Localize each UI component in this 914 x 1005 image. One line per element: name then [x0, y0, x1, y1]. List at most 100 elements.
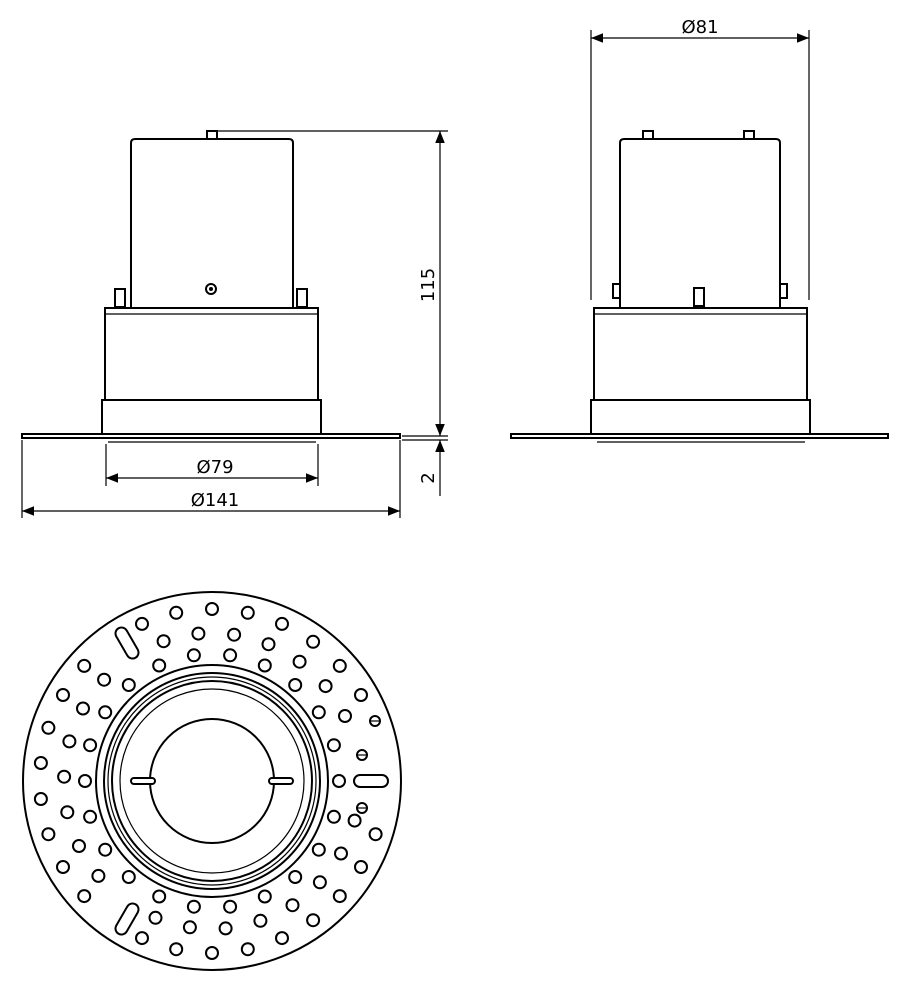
- perforation-hole: [98, 842, 113, 857]
- perforation-hole: [368, 827, 383, 842]
- perforation-hole: [191, 626, 206, 641]
- perforation-hole: [205, 602, 219, 616]
- perforation-hole: [72, 839, 86, 853]
- perforation-hole: [182, 920, 197, 935]
- top-flange-outline: [22, 591, 402, 971]
- perforation-hole: [186, 648, 201, 663]
- top-center-opening: [149, 718, 275, 844]
- front-housing: [104, 307, 319, 401]
- perforation-hole: [152, 889, 167, 904]
- perforation-hole: [332, 658, 347, 673]
- top-spring-clip-left: [130, 777, 156, 785]
- side-top-screw-right: [743, 130, 755, 140]
- perforation-hole: [77, 658, 92, 673]
- perforation-hole: [156, 634, 171, 649]
- front-view: 115 2 Ø79 Ø141: [21, 130, 448, 518]
- perforation-hole: [261, 637, 276, 652]
- perforation-hole: [288, 870, 303, 884]
- perforation-hole: [311, 842, 326, 857]
- perforation-hole: [33, 792, 48, 806]
- dim-side-diameter-label: Ø81: [681, 17, 718, 38]
- side-driver-box: [619, 138, 781, 308]
- perforation-hole: [57, 769, 72, 784]
- perforation-hole: [354, 860, 368, 874]
- perforation-hole: [76, 701, 90, 716]
- perforation-hole: [148, 910, 163, 925]
- perforation-hole: [78, 774, 92, 788]
- perforation-hole: [240, 942, 255, 957]
- front-top-screw: [206, 130, 218, 140]
- perforation-hole: [227, 627, 242, 642]
- perforation-hole: [326, 738, 341, 753]
- top-view: [22, 591, 402, 971]
- perforation-hole: [56, 688, 70, 702]
- perforation-hole: [62, 734, 77, 749]
- perforation-hole: [218, 921, 233, 936]
- perforation-hole: [334, 846, 348, 861]
- perforation-hole: [56, 860, 70, 874]
- front-terminal-right: [296, 288, 308, 308]
- front-trim-band: [101, 399, 322, 435]
- perforation-hole: [306, 634, 321, 649]
- perforation-hole: [77, 889, 92, 904]
- perforation-hole: [354, 688, 368, 702]
- perforation-hole: [332, 889, 347, 904]
- perforation-hole: [318, 679, 333, 694]
- perforation-hole: [257, 658, 272, 673]
- top-trim-ring: [103, 672, 321, 890]
- top-slot-lower: [114, 902, 140, 936]
- perforation-hole: [41, 720, 56, 735]
- side-view: Ø81: [510, 17, 889, 443]
- perforation-hole: [253, 913, 268, 928]
- perforation-hole: [275, 931, 289, 946]
- perforation-hole: [332, 774, 346, 788]
- perforation-hole: [338, 709, 352, 723]
- perforation-hole: [97, 672, 112, 687]
- top-spring-clip-right: [268, 777, 294, 785]
- perforation-hole: [169, 605, 184, 620]
- side-trim-band: [590, 399, 811, 435]
- perforation-hole: [205, 946, 219, 960]
- perforation-hole: [306, 913, 321, 928]
- perforation-hole: [288, 678, 303, 692]
- perforation-hole: [121, 870, 136, 884]
- perforation-hole: [292, 654, 307, 669]
- perforation-hole: [121, 678, 136, 692]
- perforation-hole: [83, 738, 98, 753]
- side-clip-left: [612, 283, 621, 299]
- side-clip-right: [779, 283, 788, 299]
- dim-flange-thickness-label: 2: [418, 472, 439, 483]
- side-top-screw-left: [642, 130, 654, 140]
- perforation-hole: [347, 813, 362, 828]
- side-housing: [593, 307, 808, 401]
- perforation-hole: [257, 889, 272, 904]
- perforation-hole: [186, 899, 201, 914]
- perforation-hole: [326, 809, 341, 824]
- perforation-hole: [285, 898, 300, 913]
- perforation-hole: [169, 942, 184, 957]
- front-terminal-left: [114, 288, 126, 308]
- side-terminal: [693, 287, 705, 307]
- perforation-hole: [275, 616, 289, 631]
- perforation-hole: [152, 658, 167, 673]
- perforation-hole: [41, 827, 56, 842]
- perforation-hole: [223, 648, 238, 663]
- front-screw-hole: [205, 283, 217, 295]
- dim-height-label: 115: [418, 268, 439, 302]
- perforation-hole: [311, 705, 326, 720]
- front-driver-box: [130, 138, 294, 308]
- perforation-hole: [223, 899, 238, 914]
- perforation-hole: [91, 868, 106, 883]
- perforation-hole: [135, 931, 149, 946]
- perforation-hole: [240, 605, 255, 620]
- perforation-hole: [135, 616, 149, 631]
- top-slot-upper: [114, 626, 140, 660]
- top-trim-outer: [95, 664, 329, 898]
- dim-inner-diameter-label: Ø79: [196, 457, 233, 478]
- perforation-hole: [60, 805, 75, 820]
- top-screw-heads: [356, 715, 381, 814]
- perforation-hole: [98, 705, 113, 720]
- dim-flange-diameter-label: Ø141: [191, 490, 240, 511]
- top-perforation-holes: [33, 602, 383, 960]
